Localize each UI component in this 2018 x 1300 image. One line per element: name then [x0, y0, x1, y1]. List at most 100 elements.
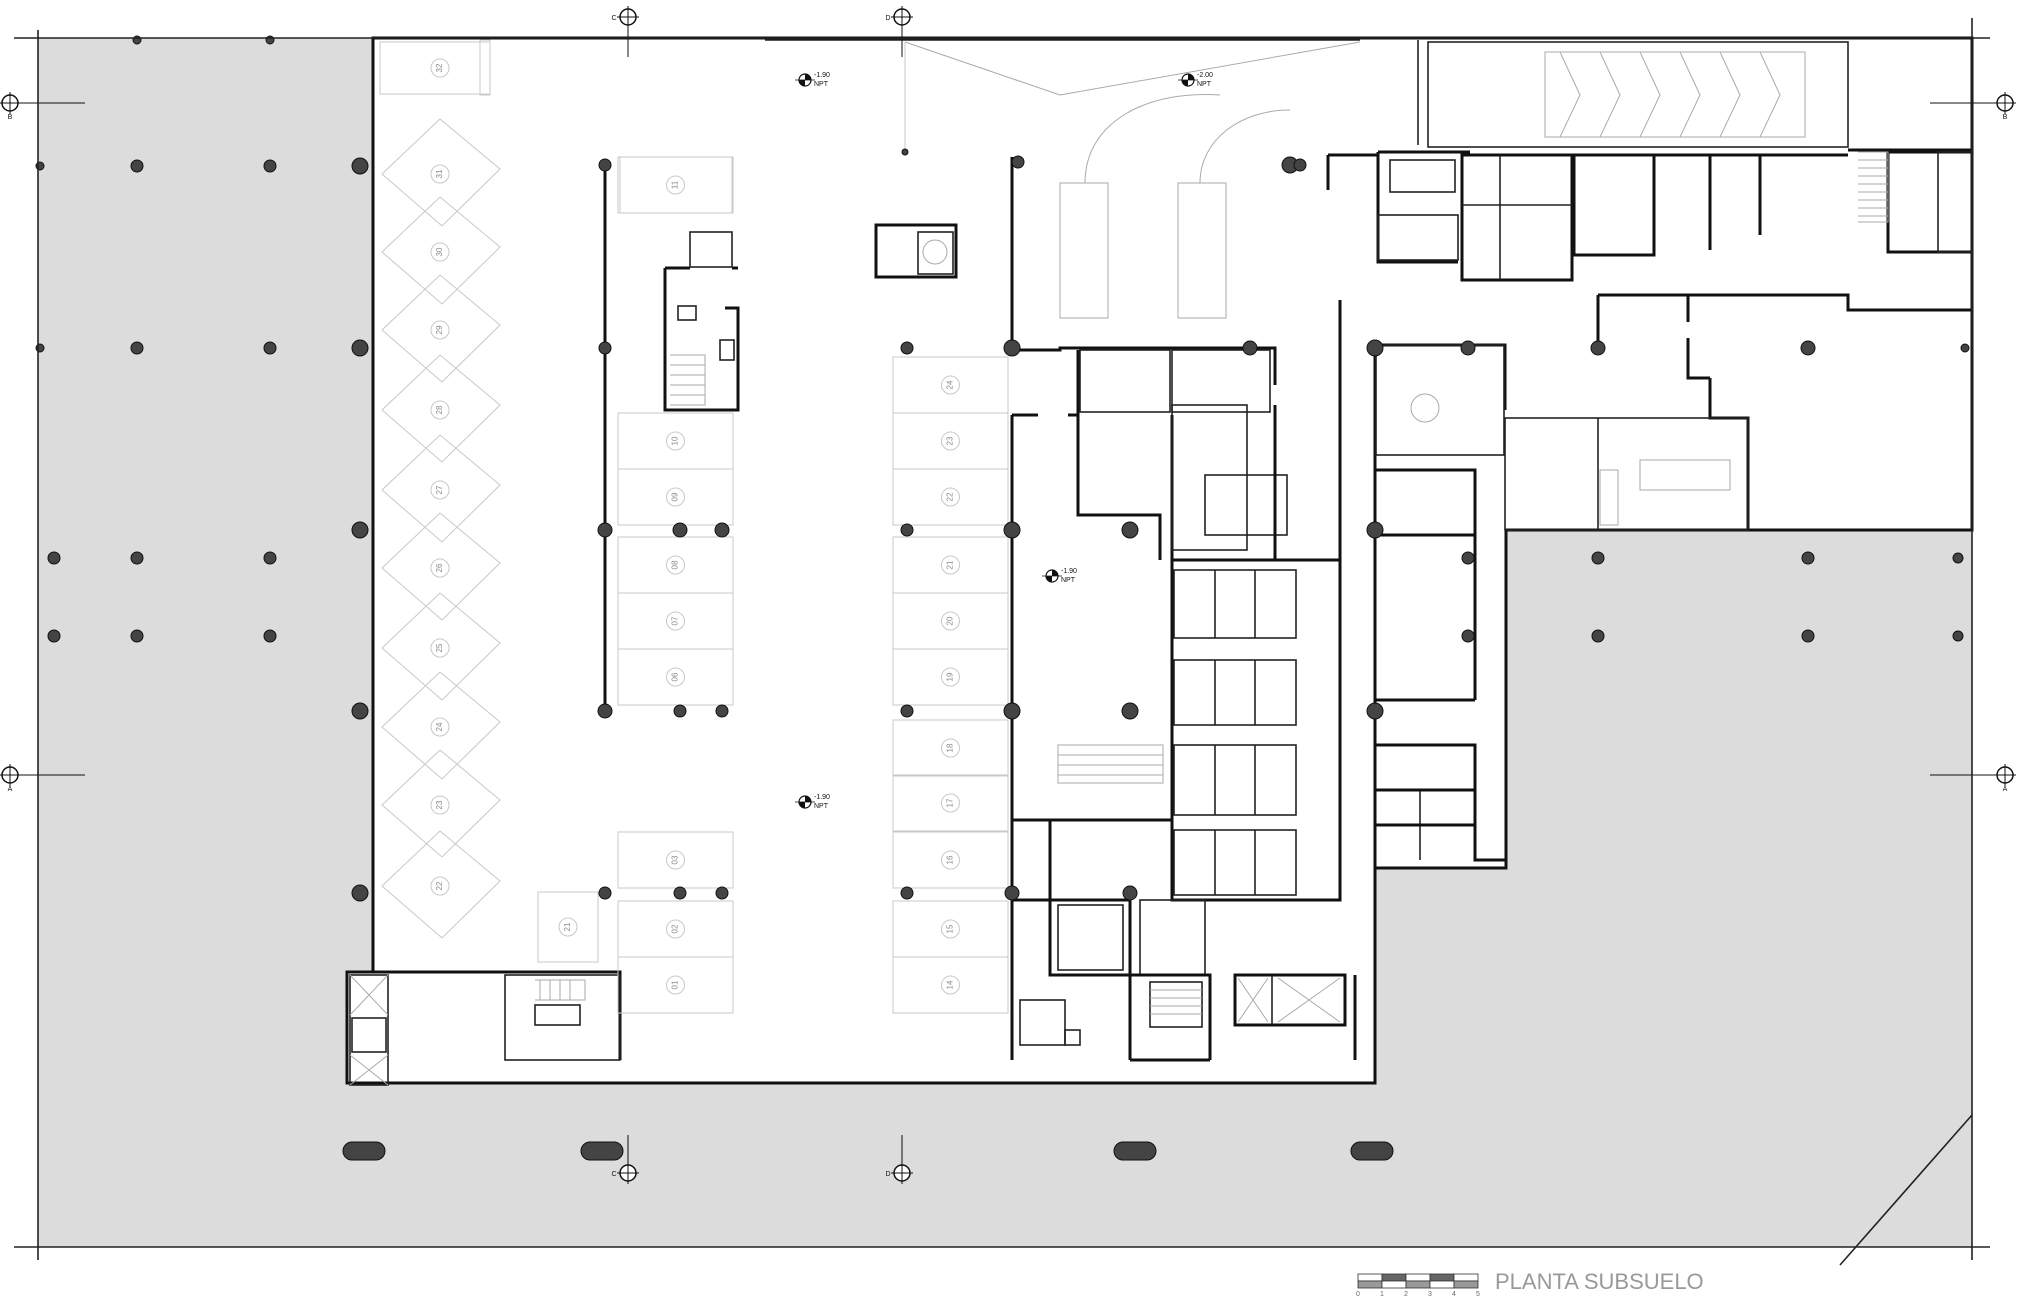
parking-space-number: 14 [946, 980, 955, 989]
level-reference: NPT [1061, 577, 1076, 584]
column [1952, 552, 1964, 564]
section-axis-marker: C [611, 6, 639, 57]
column [1011, 155, 1025, 169]
parking-space: 06 [617, 648, 734, 706]
parking-space: 21 [537, 891, 599, 963]
parking-space-diagonal: 30 [381, 196, 501, 305]
structural-columns [35, 35, 1970, 902]
column [1121, 521, 1139, 539]
column [1293, 158, 1307, 172]
column [1801, 629, 1815, 643]
level-reference: NPT [814, 81, 829, 88]
parking-space-number: 26 [435, 563, 444, 572]
parking-space-diagonal: 24 [381, 671, 501, 780]
scale-segment [1453, 1273, 1479, 1282]
vehicle-ramp [1417, 40, 1849, 148]
bottom-left-core [347, 970, 622, 1086]
parking-space-number: 21 [563, 922, 572, 931]
parking-space-diagonal: 26 [381, 512, 501, 621]
column [900, 523, 914, 537]
scale-segment [1405, 1273, 1431, 1282]
column [1004, 885, 1020, 901]
parking-space-number: 22 [946, 492, 955, 501]
parking-space: 22 [892, 468, 1009, 526]
column [1460, 340, 1476, 356]
scale-segment [1381, 1280, 1407, 1289]
parking-space-number: 20 [946, 616, 955, 625]
column [1591, 629, 1605, 643]
section-axis-label: D [885, 15, 890, 22]
parking-space: 16 [892, 831, 1009, 889]
parking-space-number: 08 [671, 560, 680, 569]
parking-space-number: 22 [435, 881, 444, 890]
column [1003, 339, 1021, 357]
column [263, 341, 277, 355]
column [714, 522, 730, 538]
column [673, 886, 687, 900]
scale-segment [1357, 1273, 1383, 1282]
parking-space-number: 06 [671, 672, 680, 681]
column [1366, 702, 1384, 720]
parking-space: 14 [892, 956, 1009, 1014]
bollard-row [342, 1141, 1394, 1161]
parking-space-number: 02 [671, 924, 680, 933]
parking-space-diagonal: 29 [381, 274, 501, 383]
parking-space: 03 [617, 831, 734, 889]
section-axis-label: B [8, 114, 13, 121]
section-axis-label: A [8, 786, 13, 793]
bottom-service-rooms [1010, 820, 1357, 1062]
scale-label: 4 [1452, 1291, 1456, 1298]
scale-label: 5 [1476, 1291, 1480, 1298]
parking-space-diagonal: 22 [381, 830, 501, 939]
column [263, 159, 277, 173]
level-reference: NPT [814, 803, 829, 810]
parking-space-diagonal: 25 [381, 592, 501, 701]
column [672, 522, 688, 538]
column [598, 158, 612, 172]
column [1003, 702, 1021, 720]
elevator-pod [874, 223, 958, 279]
building-footprint [347, 38, 1972, 1083]
parking-structure [479, 39, 1361, 715]
column [598, 886, 612, 900]
scale-segment [1357, 1280, 1383, 1289]
parking-space-number: 28 [435, 405, 444, 414]
scale-segment [1381, 1273, 1407, 1282]
section-axis-marker: A [0, 764, 85, 793]
column [263, 629, 277, 643]
column [130, 629, 144, 643]
column [1366, 521, 1384, 539]
section-axis-marker: D [885, 6, 913, 57]
scale-label: 0 [1356, 1291, 1360, 1298]
parking-space-number: 25 [435, 643, 444, 652]
column [715, 704, 729, 718]
column [597, 703, 613, 719]
level-value: -2.00 [1197, 72, 1213, 79]
parking-space-number: 18 [946, 743, 955, 752]
parking-space-number: 01 [671, 980, 680, 989]
section-axis-marker: D [885, 1135, 913, 1184]
parking-space-diagonal: 28 [381, 354, 501, 463]
column [351, 339, 369, 357]
parking-space: 18 [892, 719, 1009, 777]
section-axis-label: C [611, 1171, 616, 1178]
scale-label: 2 [1404, 1291, 1408, 1298]
column [1952, 630, 1964, 642]
column [47, 551, 61, 565]
column [130, 551, 144, 565]
column [351, 157, 369, 175]
section-axis-label: A [2003, 786, 2008, 793]
service-block [1326, 150, 1848, 282]
level-value: -1.90 [814, 794, 830, 801]
parking-space-number: 07 [671, 616, 680, 625]
column [130, 341, 144, 355]
column [1461, 551, 1475, 565]
site-area [38, 38, 1972, 1247]
parking-space-number: 11 [671, 180, 680, 189]
column [1366, 339, 1384, 357]
column [263, 551, 277, 565]
